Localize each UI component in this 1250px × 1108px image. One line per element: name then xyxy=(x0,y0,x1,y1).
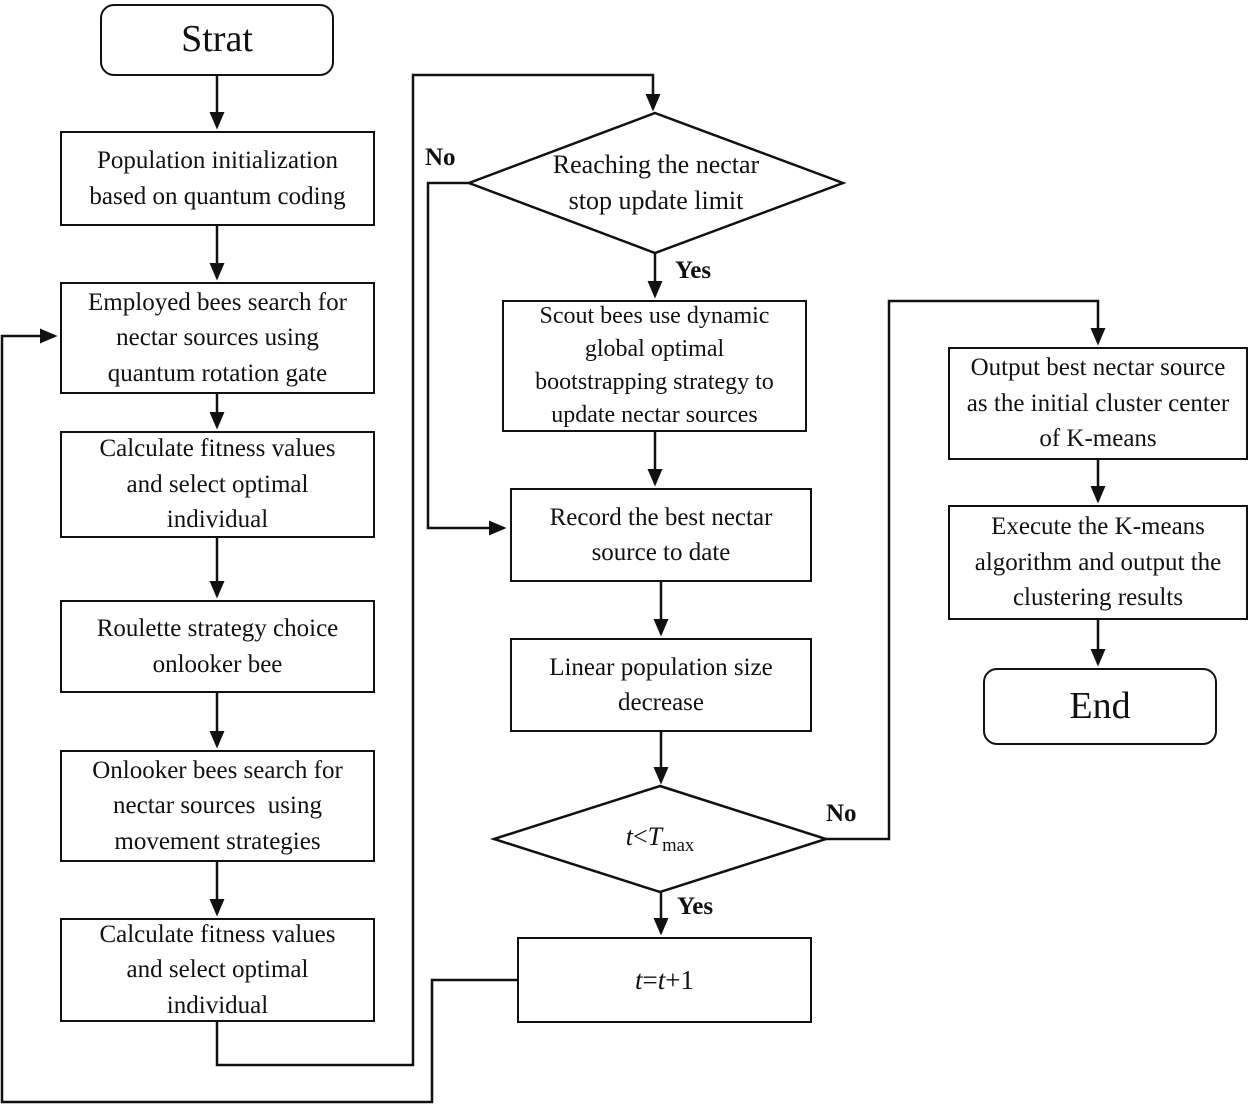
edge-calcfit2-loop-to-decision1 xyxy=(215,73,661,1067)
decision-stop-limit-shape xyxy=(465,111,847,255)
end-label: End xyxy=(1069,684,1131,727)
edge-increment-loop-to-employed xyxy=(0,328,517,1104)
start-node: Strat xyxy=(100,4,334,76)
employed-bees-node: Employed bees search for nectar sources … xyxy=(60,282,375,394)
increment-label: t=t+1 xyxy=(635,964,694,995)
linear-decrease-label: Linear population size decrease xyxy=(549,653,773,717)
scout-bees-node: Scout bees use dynamic global optimal bo… xyxy=(502,300,807,432)
roulette-node: Roulette strategy choice onlooker bee xyxy=(60,600,375,693)
roulette-label: Roulette strategy choice onlooker bee xyxy=(96,615,339,678)
onlooker-bees-node: Onlooker bees search for nectar sources … xyxy=(60,750,375,862)
linear-decrease-node: Linear population size decrease xyxy=(510,638,812,732)
end-node: End xyxy=(983,668,1217,745)
edge-decision1-no-to-record xyxy=(426,181,507,536)
population-init-node: Population initialization based on quant… xyxy=(60,131,375,226)
onlooker-bees-label: Onlooker bees search for nectar sources … xyxy=(92,756,343,855)
calc-fitness-1-node: Calculate fitness values and select opti… xyxy=(60,431,375,538)
record-best-node: Record the best nectar source to date xyxy=(510,488,812,582)
employed-bees-label: Employed bees search for nectar sources … xyxy=(88,288,347,387)
edge-decision2-no-to-output xyxy=(826,299,1106,841)
stop-limit-yes-label: Yes xyxy=(675,257,712,284)
calc-fitness-2-node: Calculate fitness values and select opti… xyxy=(60,918,375,1022)
decision-tmax-label: t<Tmax xyxy=(625,821,695,856)
calc-fitness-1-label: Calculate fitness values and select opti… xyxy=(99,435,336,534)
tmax-no-label: No xyxy=(826,800,857,827)
output-best-label: Output best nectar source as the initial… xyxy=(966,354,1230,453)
record-best-label: Record the best nectar source to date xyxy=(549,503,773,567)
tmax-yes-label: Yes xyxy=(677,893,714,920)
decision-tmax-shape xyxy=(489,784,831,894)
execute-kmeans-node: Execute the K-means algorithm and output… xyxy=(948,505,1248,620)
output-best-node: Output best nectar source as the initial… xyxy=(948,347,1248,460)
stop-limit-no-label: No xyxy=(425,144,456,171)
population-init-label: Population initialization based on quant… xyxy=(89,147,346,210)
scout-bees-label: Scout bees use dynamic global optimal bo… xyxy=(535,302,774,429)
decision-stop-limit-label: Reaching the nectar stop update limit xyxy=(552,149,760,215)
execute-kmeans-label: Execute the K-means algorithm and output… xyxy=(974,513,1222,612)
calc-fitness-2-label: Calculate fitness values and select opti… xyxy=(99,920,336,1019)
increment-node: t=t+1 xyxy=(517,937,812,1023)
start-label: Strat xyxy=(181,18,253,61)
